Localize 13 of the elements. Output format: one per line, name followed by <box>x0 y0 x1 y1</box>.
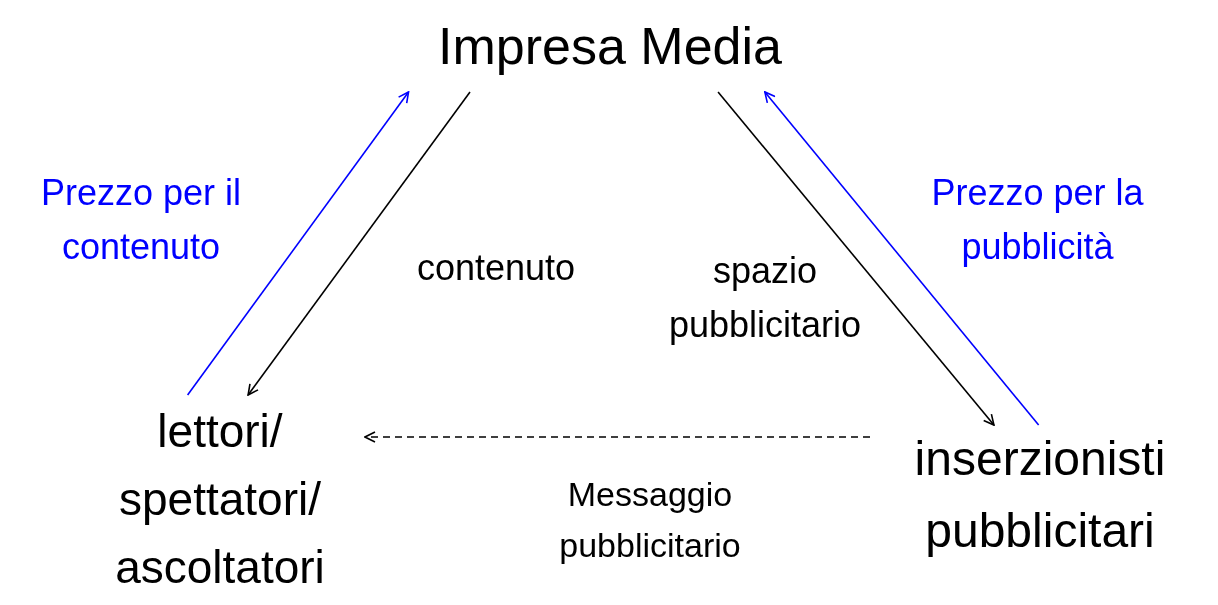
edge-label: Messaggio pubblicitario <box>558 474 742 566</box>
arrow <box>186 91 410 396</box>
node-label: lettori/ spettatori/ ascoltatori <box>114 403 326 596</box>
edge-label: Prezzo per il contenuto <box>39 171 243 269</box>
node-label: Impresa Media <box>438 15 782 77</box>
arrow <box>717 91 995 426</box>
edge-label: Prezzo per la pubblicità <box>930 171 1145 269</box>
edge-label: spazio pubblicitario <box>667 249 863 347</box>
arrow <box>764 91 1040 426</box>
node-label: inserzionisti pubblicitari <box>913 431 1167 559</box>
edge-label: contenuto <box>415 246 577 290</box>
arrow <box>364 431 871 443</box>
arrow <box>247 91 471 396</box>
